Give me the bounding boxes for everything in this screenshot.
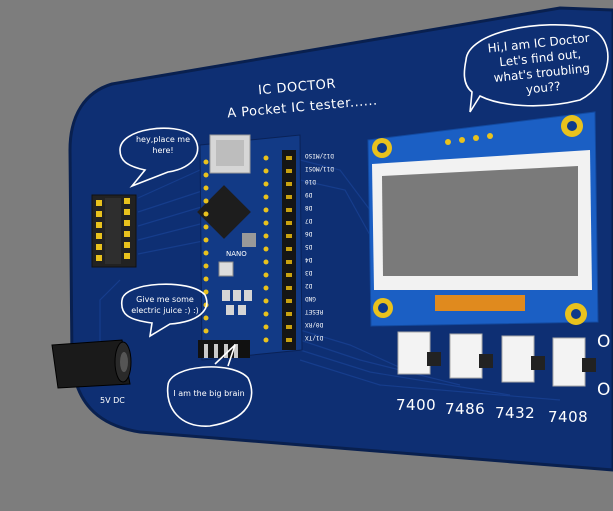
- pin-label: D0/RX: [305, 321, 324, 328]
- edge-text-2: O: [597, 380, 611, 400]
- pin-label: D10: [305, 178, 316, 185]
- speech-bubbles: [119, 23, 609, 427]
- ic-socket: [91, 194, 137, 268]
- arduino-nano: [197, 134, 303, 361]
- ic-label-7408: 7408: [548, 408, 589, 426]
- pin-label: D1/TX: [305, 334, 324, 341]
- pin-label: D5: [305, 243, 313, 250]
- edge-text-1: O: [597, 332, 611, 352]
- oled-screen: [382, 166, 578, 276]
- pin-label: D2: [305, 282, 313, 289]
- pin-label: GND: [305, 295, 316, 302]
- pin-label: RESET: [305, 308, 324, 315]
- pin-label: D6: [305, 230, 313, 237]
- socket-bubble-text: hey,place me here!: [135, 135, 191, 155]
- pin-label-column: D12/MISO D11/MOSI D10 D9 D8 D7 D6 D5 D4 …: [305, 152, 345, 352]
- pin-label: D7: [305, 217, 313, 224]
- nano-bubble-text: I am the big brain: [173, 389, 245, 398]
- pin-label: D9: [305, 191, 313, 198]
- push-buttons: [397, 331, 596, 387]
- pin-label: D11/MOSI: [305, 165, 334, 172]
- oled-module: [367, 111, 599, 327]
- power-bubble-text: Give me some electric juice :) :): [131, 295, 199, 315]
- pin-label: D3: [305, 269, 313, 276]
- ic-label-7486: 7486: [445, 400, 486, 418]
- mcu-chip: [197, 185, 251, 239]
- ic-label-7432: 7432: [495, 404, 536, 422]
- nano-label: NANO: [226, 250, 247, 258]
- dc-jack: [51, 339, 132, 389]
- power-label: 5V DC: [100, 396, 125, 405]
- ic-label-7400: 7400: [396, 396, 437, 414]
- pin-label: D12/MISO: [305, 152, 334, 159]
- pin-label: D8: [305, 204, 313, 211]
- pin-label: D4: [305, 256, 313, 263]
